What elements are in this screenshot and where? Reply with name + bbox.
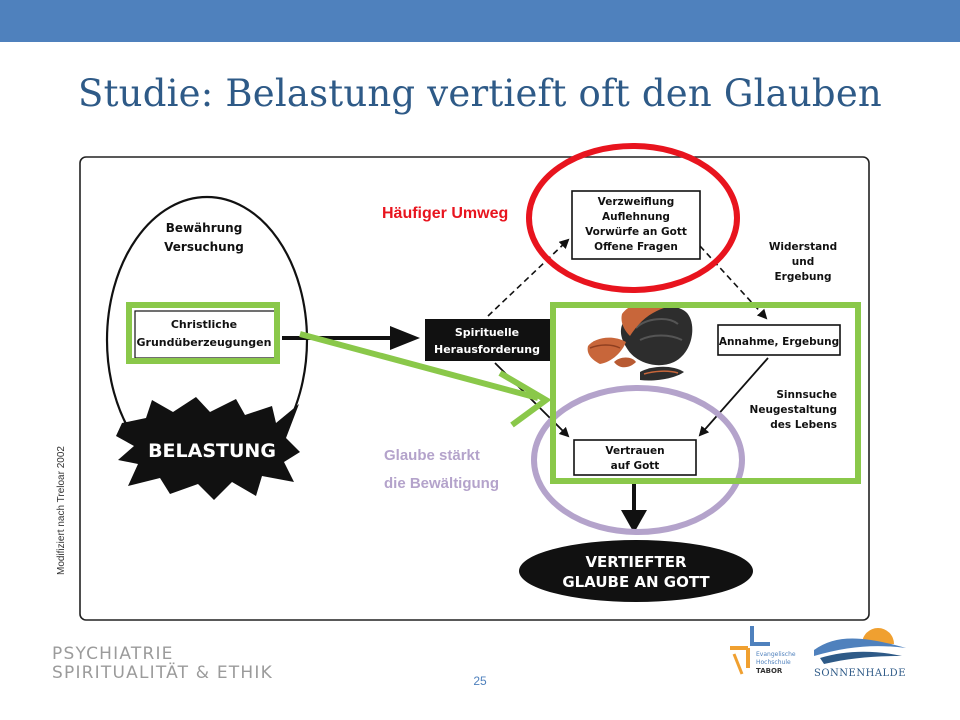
result-line2: GLAUBE AN GOTT (562, 573, 710, 591)
page-number: 25 (473, 674, 487, 688)
despair-line-1: Verzweiflung (598, 196, 675, 208)
footer-brand: PSYCHIATRIE SPIRITUALITÄT & ETHIK (52, 645, 273, 683)
green-highlight-arrow-head (498, 370, 552, 428)
meaning-line-3: des Lebens (770, 419, 837, 431)
trust-box-line1: Vertrauen (605, 445, 664, 457)
oval-label-line1: Bewährung (166, 221, 243, 235)
resistance-line-2: und (792, 256, 814, 268)
result-line1: VERTIEFTER (585, 553, 687, 571)
green-highlight-arrow (299, 331, 539, 401)
detour-red-ellipse (526, 143, 740, 293)
arrow-trust-to-result-head (621, 510, 647, 533)
arrow-acceptance-to-trust (698, 357, 769, 437)
slide-title: Studie: Belastung vertieft oft den Glaub… (78, 72, 882, 115)
arrow-to-challenge-head (390, 326, 420, 350)
beliefs-box-line2: Grundüberzeugungen (137, 336, 272, 349)
stress-burst (116, 397, 300, 500)
beliefs-box-line1: Christliche (171, 318, 237, 331)
challenge-box-line2: Herausforderung (434, 343, 540, 356)
stress-burst-label: BELASTUNG (148, 440, 276, 462)
challenge-box-line1: Spirituelle (455, 326, 519, 339)
despair-box (571, 190, 701, 260)
resistance-line-1: Widerstand (769, 241, 837, 253)
strength-annotation-line2: die Bewältigung (384, 475, 499, 492)
tabor-logo-line2: Hochschule (756, 659, 791, 666)
header-bar (0, 0, 960, 42)
result-ellipse (519, 540, 753, 602)
despair-line-4: Offene Fragen (594, 241, 678, 253)
broken-pot-illustration (587, 302, 693, 381)
beliefs-green-highlight (126, 302, 280, 364)
despair-line-3: Vorwürfe an Gott (585, 226, 687, 238)
despair-line-2: Auflehnung (602, 211, 670, 223)
detour-annotation: Häufiger Umweg (382, 205, 508, 222)
acceptance-box-label: Annahme, Ergebung (719, 336, 839, 348)
tabor-logo-line1: Evangelische (756, 651, 796, 658)
resistance-line-3: Ergebung (775, 271, 832, 283)
footer-brand-line1: PSYCHIATRIE (52, 644, 174, 664)
coping-green-frame (550, 302, 861, 484)
acceptance-box (717, 324, 841, 356)
meaning-line-2: Neugestaltung (750, 404, 837, 416)
diagram-frame (79, 156, 870, 621)
challenge-box (425, 319, 550, 361)
strength-annotation-line1: Glaube stärkt (384, 447, 480, 464)
sonnenhalde-logo-text: SONNENHALDE (814, 668, 906, 679)
trust-box (573, 439, 697, 476)
tabor-logo: Evangelische Hochschule TABOR (730, 626, 796, 675)
footer-brand-line2: SPIRITUALITÄT & ETHIK (52, 663, 273, 683)
trust-box-line2: auf Gott (611, 460, 660, 472)
dashed-arrow-to-despair (487, 238, 570, 317)
sonnenhalde-logo: SONNENHALDE (814, 628, 906, 679)
coping-lavender-ellipse (531, 385, 745, 535)
tabor-logo-line3: TABOR (756, 667, 783, 675)
oval-label-line2: Versuchung (164, 240, 244, 254)
meaning-line-1: Sinnsuche (776, 389, 837, 401)
